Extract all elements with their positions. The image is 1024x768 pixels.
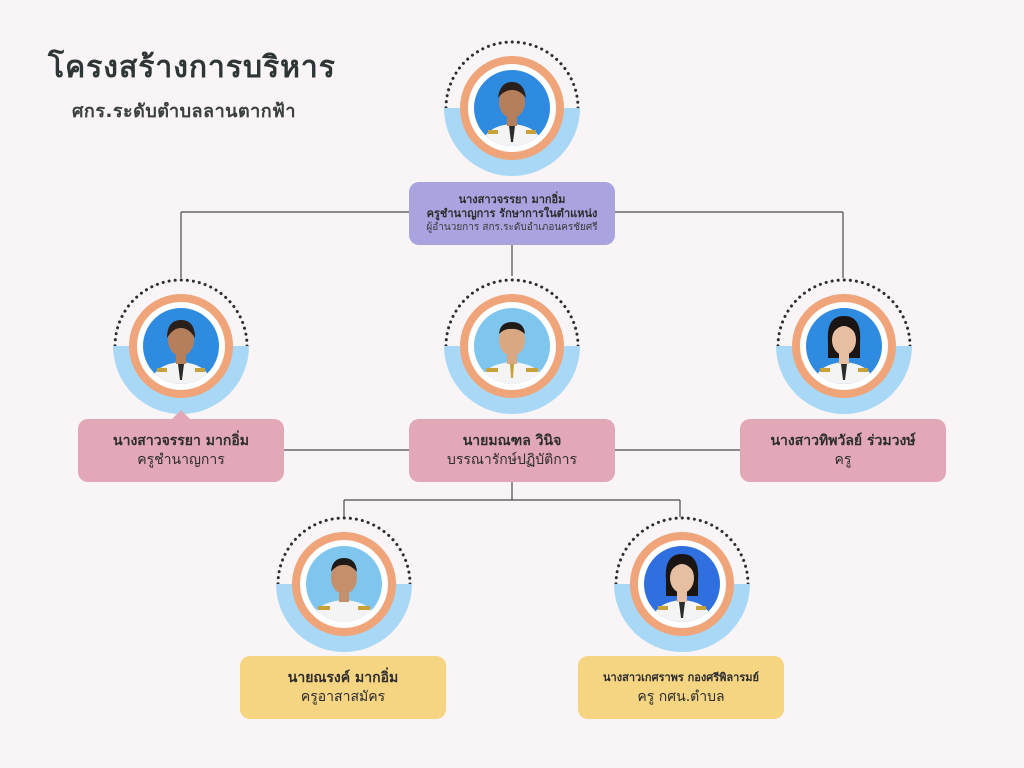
staff-card-5: นางสาวเกศราพร กองศรีพิลารมย์ ครู กศน.ตำบ… (578, 656, 784, 719)
staff-card-2: นายมณฑล วินิจ บรรณารักษ์ปฏิบัติการ (409, 419, 615, 482)
director-name: นางสาวจรรยา มากอิ่ม (458, 192, 566, 206)
staff-role-3: ครู (834, 451, 852, 468)
staff-card-4: นายณรงค์ มากอิ่ม ครูอาสาสมัคร (240, 656, 446, 719)
staff-name-1: นางสาวจรรยา มากอิ่ม (113, 432, 249, 449)
staff-node-5 (612, 514, 752, 654)
staff-name-4: นายณรงค์ มากอิ่ม (287, 669, 399, 686)
staff-role-5: ครู กศน.ตำบล (637, 688, 725, 705)
card-pointer (171, 410, 191, 420)
staff-role-2: บรรณารักษ์ปฏิบัติการ (446, 451, 578, 468)
staff-role-4: ครูอาสาสมัคร (300, 688, 386, 705)
page-subtitle: ศกร.ระดับตำบลลานตากฟ้า (72, 101, 297, 122)
staff-photo-1 (143, 308, 219, 384)
staff-node-2 (442, 276, 582, 416)
staff-photo-2 (474, 308, 550, 384)
staff-photo-5 (644, 546, 720, 622)
staff-card-3: นางสาวทิพวัลย์ ร่วมวงษ์ ครู (740, 419, 946, 482)
staff-role-1: ครูชำนาญการ (137, 451, 225, 468)
staff-name-3: นางสาวทิพวัลย์ ร่วมวงษ์ (770, 432, 916, 449)
staff-name-2: นายมณฑล วินิจ (462, 432, 562, 449)
director-role: ครูชำนาญการ รักษาการในตำแหน่ง (426, 206, 598, 220)
staff-photo-4 (306, 546, 382, 622)
director-photo (474, 70, 550, 146)
staff-node-4 (274, 514, 414, 654)
staff-node-1 (111, 276, 251, 416)
staff-photo-3 (806, 308, 882, 384)
staff-card-1: นางสาวจรรยา มากอิ่ม ครูชำนาญการ (78, 419, 284, 482)
staff-node-3 (774, 276, 914, 416)
page-title: โครงสร้างการบริหาร (48, 50, 336, 85)
director-node (442, 38, 582, 178)
staff-name-5: นางสาวเกศราพร กองศรีพิลารมย์ (603, 670, 759, 684)
director-card: นางสาวจรรยา มากอิ่ม ครูชำนาญการ รักษาการ… (409, 182, 615, 245)
director-role-line2: ผู้อำนวยการ สกร.ระดับอำเภอนครชัยศรี (426, 221, 598, 233)
